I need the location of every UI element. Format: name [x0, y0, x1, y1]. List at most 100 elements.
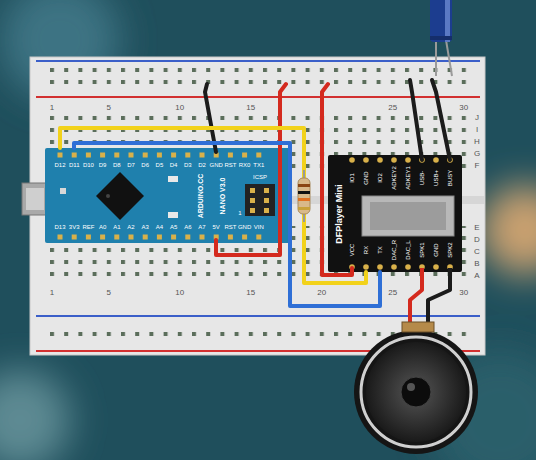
pin-label: RX0	[239, 162, 251, 168]
board-label: NANO V3.0	[219, 178, 226, 215]
pin-label: IO2	[377, 173, 383, 183]
row-letter: D	[474, 236, 480, 244]
pin-label: D2	[198, 162, 206, 168]
row-letter: H	[474, 138, 480, 146]
pin-pad	[171, 153, 176, 158]
pin-label: SPK1	[419, 242, 425, 257]
column-number: 15	[246, 104, 255, 112]
pin-label: D6	[141, 162, 149, 168]
pin-pad	[228, 153, 233, 158]
pin-pad	[433, 157, 439, 163]
ground-wire	[432, 80, 450, 160]
pin-label: D10	[83, 162, 94, 168]
pin-label: VIN	[254, 224, 264, 230]
column-number: 10	[175, 289, 184, 297]
pin-pad	[363, 157, 369, 163]
pin-pad	[100, 235, 105, 240]
pin-pad	[228, 235, 233, 240]
column-number: 30	[459, 289, 468, 297]
column-number: 25	[388, 104, 397, 112]
pin-pad	[242, 153, 247, 158]
sd-card-slot	[362, 196, 454, 236]
row-letter: I	[476, 126, 478, 134]
pin-label: IO1	[349, 173, 355, 183]
pin-pad	[242, 235, 247, 240]
pin-number: 1	[238, 210, 241, 216]
pin-pad	[377, 157, 383, 163]
pin-pad	[185, 235, 190, 240]
dfplayer-pins	[349, 157, 453, 270]
board-label: ARDUINO.CC	[197, 174, 204, 219]
pin-label: D12	[54, 162, 65, 168]
speaker-symbol	[354, 322, 478, 454]
rail-line	[36, 60, 480, 62]
pin-pad	[185, 153, 190, 158]
arduino-board	[45, 148, 290, 243]
pin-label: ADKEY1	[405, 166, 411, 190]
smd-component	[168, 176, 178, 182]
pin-pad	[405, 157, 411, 163]
pin-label: DAC_L	[405, 240, 411, 259]
pin-label: D5	[156, 162, 164, 168]
pin-label: A0	[99, 224, 106, 230]
pin-pad	[433, 264, 439, 270]
pin-label: A3	[142, 224, 149, 230]
row-letter: F	[475, 162, 480, 170]
pin-label: VCC	[349, 244, 355, 257]
row-letter: C	[474, 248, 480, 256]
row-letter: A	[474, 272, 479, 280]
dfplayer-board	[328, 155, 462, 272]
pin-label: A7	[198, 224, 205, 230]
icsp-pins	[250, 188, 269, 213]
icsp-header	[245, 184, 275, 216]
breadboard	[30, 57, 485, 355]
rail-line	[36, 315, 480, 317]
capacitor-symbol	[430, 0, 452, 76]
header-label: ICSP	[253, 174, 267, 180]
usb-connector	[26, 188, 44, 210]
pin-pad	[58, 235, 63, 240]
signal-wire	[74, 143, 380, 306]
pin-pad	[391, 264, 397, 270]
column-number: 25	[388, 289, 397, 297]
pin-pad	[114, 153, 119, 158]
reset-button	[60, 188, 66, 194]
ground-wire	[410, 80, 422, 160]
pin-label: D4	[170, 162, 178, 168]
pin-label: 3V3	[69, 224, 80, 230]
pin-pad	[100, 153, 105, 158]
pin-pad	[405, 264, 411, 270]
pin-label: D8	[113, 162, 121, 168]
pin-pad	[391, 157, 397, 163]
pin-label: GND	[363, 171, 369, 184]
power-wire	[216, 84, 286, 255]
pin-pad	[143, 153, 148, 158]
column-number: 20	[317, 289, 326, 297]
pin-label: SPK2	[447, 242, 453, 257]
arduino-nano: ARDUINO.CC NANO V3.0	[45, 148, 290, 243]
pin-label: RST	[224, 224, 236, 230]
smd-component	[168, 212, 178, 218]
row-letter: J	[475, 114, 479, 122]
pin-label: 5V	[213, 224, 220, 230]
pin-pad	[256, 153, 261, 158]
pin-label: A5	[170, 224, 177, 230]
row-letter: G	[474, 150, 480, 158]
pin-label: D3	[184, 162, 192, 168]
column-number: 5	[107, 289, 111, 297]
column-number: 30	[459, 104, 468, 112]
pin-label: REF	[82, 224, 94, 230]
pin-label: TX1	[253, 162, 264, 168]
pin-label: RST	[224, 162, 236, 168]
pin-label: D11	[69, 162, 80, 168]
column-number: 1	[50, 104, 54, 112]
power-wire	[322, 84, 352, 275]
pin-label: A4	[156, 224, 163, 230]
pin-label: D13	[54, 224, 65, 230]
pin-pad	[129, 235, 134, 240]
pin-pad	[72, 153, 77, 158]
row-letter: E	[474, 224, 479, 232]
pin-pad	[256, 235, 261, 240]
